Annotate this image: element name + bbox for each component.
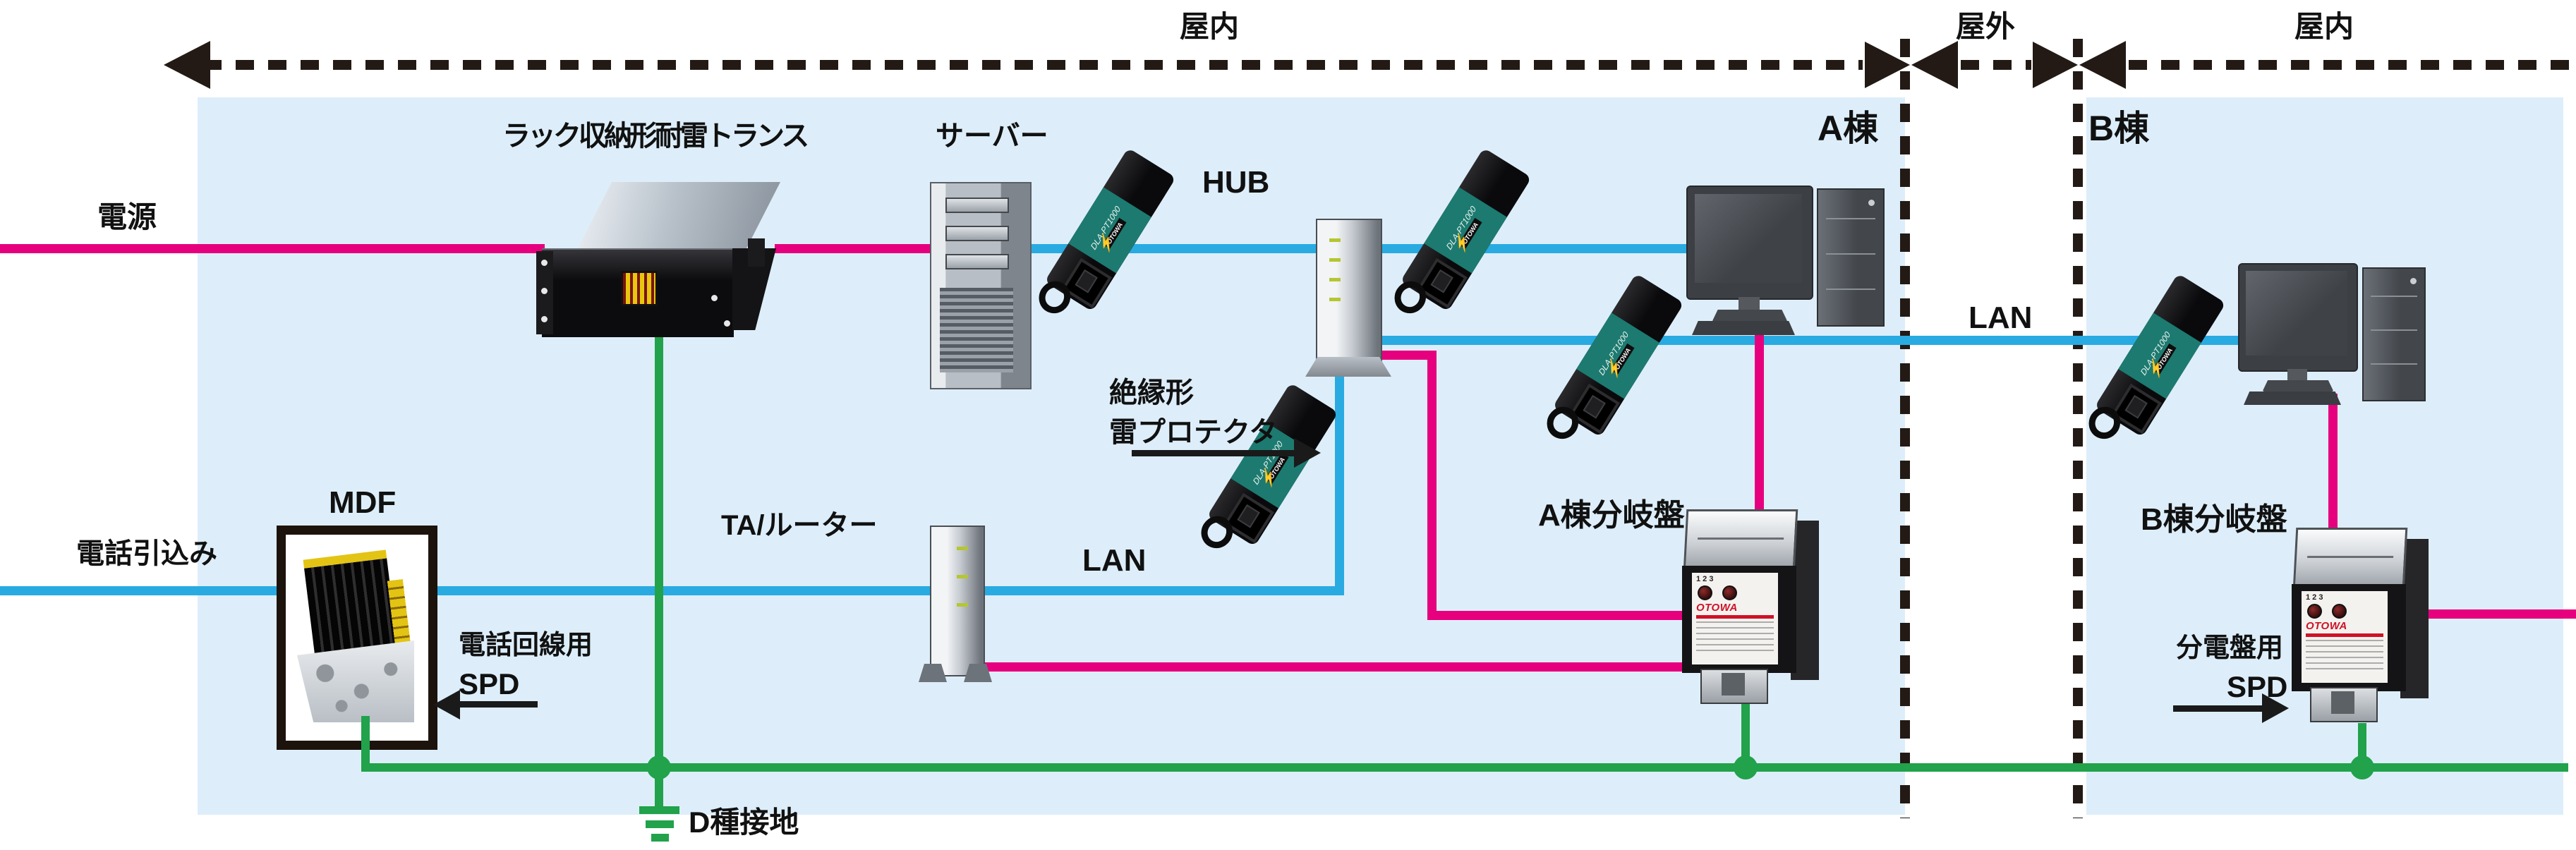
ground-spd-a-drop — [1741, 690, 1750, 767]
phone-spd-arrow-line — [459, 701, 538, 708]
boundary-line-a-outdoor — [1900, 39, 1910, 818]
hub-stand — [1305, 357, 1391, 377]
pc-b-tower — [2362, 267, 2426, 401]
power-hub-branch-v — [1427, 351, 1437, 620]
insulated-protector-label-line2: 雷プロテクタ — [1109, 417, 1278, 448]
rack-transformer-device — [536, 182, 780, 341]
insulated-protector-arrowhead — [1294, 438, 1321, 468]
phone-spd-arrowhead — [433, 690, 460, 720]
hub-chassis — [1316, 219, 1382, 361]
transformer-top-face — [577, 182, 780, 250]
spd-a-clamp — [1700, 669, 1768, 704]
indoor-dashed-line-left — [203, 60, 1863, 70]
spd-b-clamp — [2310, 687, 2378, 722]
transformer-label: ラック収納形耐雷トランス — [502, 121, 809, 152]
pc-b-screen — [2246, 271, 2347, 356]
panel-spd-label-line1: 分電盤用 — [2176, 633, 2284, 663]
phone-line-inlet-to-mdf — [0, 586, 282, 595]
indoor-dashed-line-right — [2129, 60, 2576, 70]
zone-building-a — [198, 97, 1905, 815]
zone-label-indoor-right: 屋内 — [2294, 10, 2354, 43]
mdf-label: MDF — [329, 485, 397, 520]
panel-spd-arrowhead — [2262, 693, 2289, 723]
phone-spd-label-line2: SPD — [459, 667, 520, 700]
phone-feed-label: 電話引込み — [76, 538, 217, 569]
building-b-label: B棟 — [2088, 109, 2150, 148]
building-a-label: A棟 — [1818, 109, 1879, 148]
boundary1-arrowhead-left — [1911, 41, 1958, 89]
spd-brand-text: OTOWA — [1696, 602, 1738, 614]
power-line-transformer-to-server — [775, 244, 931, 253]
lan-hub-drop — [1335, 367, 1344, 595]
ground-mdf-drop — [361, 716, 370, 769]
pc-a — [1686, 180, 1887, 336]
ground-junction-transformer — [647, 755, 671, 779]
transformer-warning-label — [621, 271, 658, 306]
pc-a-keyboard — [1692, 321, 1795, 335]
server-device — [930, 182, 1032, 389]
ground-class-label: D種接地 — [689, 806, 799, 839]
ta-router-device — [917, 526, 996, 686]
spd-panel-a: 1 2 3 OTOWA — [1682, 509, 1819, 704]
lan-outdoor-label: LAN — [1969, 300, 2033, 335]
zone-label-indoor-left: 屋内 — [1180, 10, 1240, 43]
ground-transformer-drop — [655, 335, 663, 769]
power-pc-b-drop — [2328, 394, 2338, 540]
spd-terminal-numbers: 1 2 3 — [1696, 575, 1714, 583]
server-vent-grille — [940, 288, 1013, 372]
mdf-bracket — [297, 640, 414, 722]
zone-label-outdoor: 屋外 — [1956, 10, 2016, 43]
insulated-protector-arrow-line — [1132, 450, 1295, 456]
outdoor-dashed-line — [1961, 60, 2031, 70]
panel-a-label: A棟分岐盤 — [1538, 498, 1685, 533]
power-line-inlet — [0, 244, 545, 253]
hub-device — [1305, 219, 1393, 380]
ta-router-chassis — [930, 526, 985, 676]
ground-junction-panel-a — [1734, 755, 1758, 779]
power-hub-branch-h2 — [1427, 611, 1688, 620]
boundary2-arrowhead-right — [2033, 42, 2078, 88]
spd-fineprint — [1696, 621, 1774, 652]
transformer-rack-ear-right — [748, 238, 765, 267]
hub-label: HUB — [1202, 165, 1270, 200]
insulated-protector-label-line1: 絶縁形 — [1109, 377, 1194, 408]
spd-a-clear-cover — [1683, 509, 1798, 571]
pc-b-keyboard — [2244, 391, 2341, 405]
spd-b-label: 1 2 3 OTOWA — [2302, 591, 2388, 683]
power-panel-b-out — [2419, 609, 2576, 619]
boundary-line-outdoor-b — [2073, 39, 2083, 818]
phone-line-mdf-to-router — [429, 586, 1344, 595]
indoor-arrow-left-head — [164, 41, 210, 89]
spd-panel-b: 1 2 3 OTOWA — [2292, 528, 2429, 722]
panel-b-label: B棟分岐盤 — [2141, 502, 2287, 537]
mdf-box — [277, 526, 437, 750]
ground-junction-panel-b — [2350, 755, 2374, 779]
server-label: サーバー — [936, 121, 1048, 152]
panel-spd-arrow-line — [2173, 705, 2263, 712]
ground-bus — [361, 763, 2568, 772]
lan-indoor-label: LAN — [1082, 543, 1147, 578]
spd-a-label: 1 2 3 OTOWA — [1692, 573, 1778, 664]
pc-a-tower — [1817, 188, 1885, 327]
spd-b-body: 1 2 3 OTOWA — [2292, 584, 2406, 691]
pc-b — [2238, 257, 2429, 408]
pc-a-screen — [1695, 194, 1802, 283]
spd-b-clear-cover — [2292, 528, 2408, 590]
phone-spd-label-line1: 電話回線用 — [459, 631, 593, 660]
power-router-to-panel-a — [958, 662, 1688, 672]
boundary2-arrowhead-left — [2079, 41, 2126, 89]
spd-a-body: 1 2 3 OTOWA — [1682, 566, 1796, 673]
spd-indicator-leds — [1698, 585, 1774, 600]
power-pc-a-drop — [1755, 319, 1764, 523]
power-hub-branch-h1 — [1369, 351, 1437, 360]
power-feed-label: 電源 — [97, 200, 157, 233]
ta-router-label: TA/ルーター — [721, 510, 878, 541]
